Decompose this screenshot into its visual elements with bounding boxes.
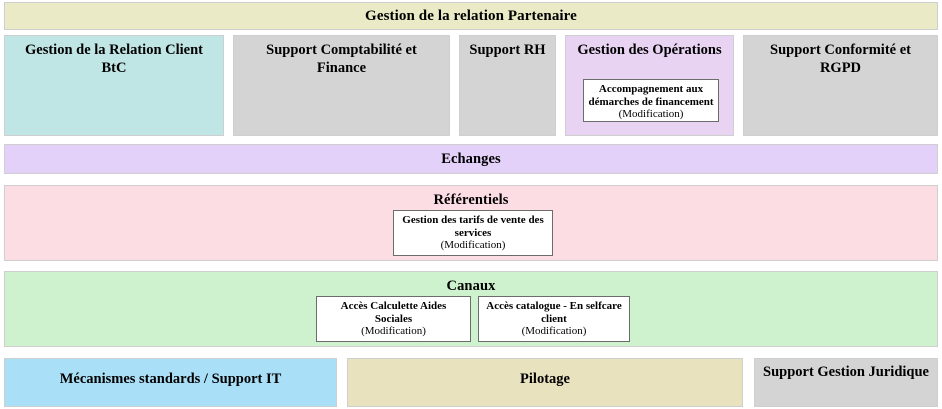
capability-card-accompagnement-financement[interactable]: Accompagnement aux démarches de financem… [583,79,719,122]
capability-card-acces-catalogue-selfcare-client[interactable]: Accès catalogue - En selfcare client (Mo… [478,296,630,342]
domain-title: Support RH [469,42,546,58]
band-referentiels[interactable]: Référentiels Gestion des tarifs de vente… [4,185,938,261]
band-canaux[interactable]: Canaux Accès Calculette Aides Sociales (… [4,271,938,347]
capability-state: (Modification) [440,239,506,252]
footer-box-title: Mécanismes standards / Support IT [59,371,282,387]
capability-state: (Modification) [361,325,426,338]
domain-title: Gestion des Opérations [577,42,722,58]
domain-title: Support Conformité et RGPD [770,42,911,76]
capability-state: (Modification) [521,325,587,338]
capability-name: Accompagnement aux démarches de financem… [588,83,714,108]
footer-box-pilotage[interactable]: Pilotage [347,358,743,407]
capability-card-gestion-tarifs-vente-services[interactable]: Gestion des tarifs de vente des services… [393,210,553,256]
capability-state: (Modification) [618,108,684,121]
domain-title: Gestion de la Relation Client BtC [24,42,204,76]
footer-box-title: Support Gestion Juridique [763,364,929,380]
footer-box-support-gestion-juridique[interactable]: Support Gestion Juridique [754,358,938,407]
band-echanges[interactable]: Echanges [4,144,938,174]
domain-box-support-conformite-rgpd[interactable]: Support Conformité et RGPD [743,35,938,136]
domain-box-gestion-des-operations[interactable]: Gestion des Opérations Accompagnement au… [565,35,734,136]
domain-box-support-rh[interactable]: Support RH [459,35,556,136]
band-title: Echanges [441,151,501,167]
capability-name: Accès Calculette Aides Sociales [340,300,447,325]
domain-box-gestion-relation-client-btc[interactable]: Gestion de la Relation Client BtC [4,35,224,136]
capability-card-acces-calculette-aides-sociales[interactable]: Accès Calculette Aides Sociales (Modific… [316,296,471,342]
band-title: Canaux [446,278,496,294]
footer-box-title: Pilotage [520,371,570,387]
band-title: Référentiels [433,192,509,208]
domain-box-support-comptabilite-finance[interactable]: Support Comptabilité et Finance [233,35,450,136]
capability-name: Accès catalogue - En selfcare client [486,300,622,325]
footer-box-mecanismes-standards-support-it[interactable]: Mécanismes standards / Support IT [4,358,337,407]
domain-title: Support Comptabilité et Finance [266,42,417,76]
banner-gestion-relation-partenaire[interactable]: Gestion de la relation Partenaire [4,2,938,30]
banner-title: Gestion de la relation Partenaire [365,8,577,24]
capability-name: Gestion des tarifs de vente des services [402,214,544,239]
